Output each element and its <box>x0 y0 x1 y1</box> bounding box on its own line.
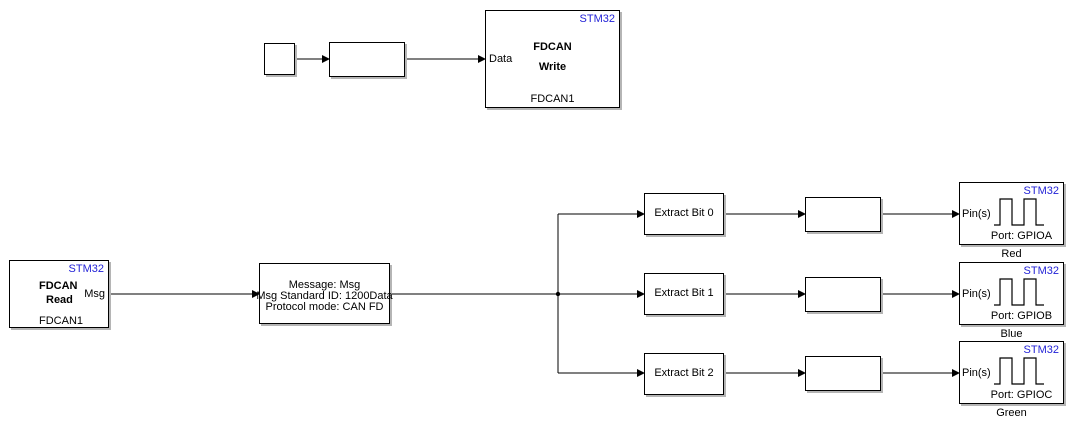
fdcan-write-block[interactable]: STM32 Data FDCAN Write FDCAN1 <box>485 10 620 108</box>
extract-bit-0-block[interactable]: Extract Bit 0 <box>644 193 724 235</box>
extract-bit-1-block[interactable]: Extract Bit 1 <box>644 273 724 315</box>
gpio-port-label: Port: GPIOB <box>990 310 1053 322</box>
stm32-brand-label: STM32 <box>1023 185 1059 197</box>
fdcan-read-block[interactable]: STM32 FDCAN Read Msg FDCAN1 <box>9 260 109 328</box>
conversion-block-2[interactable] <box>805 356 881 391</box>
gpio-write-block-c[interactable]: STM32 Pin(s) Port: GPIOC <box>959 341 1064 404</box>
stm32-brand-label: STM32 <box>579 13 615 25</box>
extract-bit-label: Extract Bit 2 <box>654 367 714 379</box>
unpack-message-line: Message: Msg <box>288 279 361 291</box>
extract-bit-label: Extract Bit 0 <box>654 207 714 219</box>
constant-block[interactable] <box>264 43 295 75</box>
port-label-data: Data <box>489 53 513 65</box>
gpio-port-label: Port: GPIOC <box>990 389 1053 401</box>
pulse-waveform-icon <box>994 278 1044 306</box>
block-footer-fdcan1: FDCAN1 <box>39 315 84 327</box>
can-unpack-block[interactable]: Message: Msg Msg Standard ID: 1200Data P… <box>256 263 393 324</box>
block-title-read: Read <box>46 294 73 306</box>
extract-bit-label: Extract Bit 1 <box>654 287 714 299</box>
pulse-waveform-icon <box>994 357 1044 385</box>
stm32-brand-label: STM32 <box>1023 265 1059 277</box>
unpack-protocol-line: Protocol mode: CAN FD <box>265 301 384 313</box>
unpack-id-line: Msg Standard ID: 1200Data <box>256 290 393 302</box>
gpio-write-block-b[interactable]: STM32 Pin(s) Port: GPIOB <box>959 262 1064 325</box>
conversion-block-0[interactable] <box>805 197 881 232</box>
port-label-pins: Pin(s) <box>962 208 991 220</box>
block-title-fdcan: FDCAN <box>39 280 78 292</box>
stm32-brand-label: STM32 <box>1023 344 1059 356</box>
gpio-write-block-a[interactable]: STM32 Pin(s) Port: GPIOA <box>959 182 1064 245</box>
port-label-msg: Msg <box>84 288 105 300</box>
port-label-pins: Pin(s) <box>962 288 991 300</box>
port-label-pins: Pin(s) <box>962 367 991 379</box>
gpio-caption-red: Red <box>1001 248 1022 260</box>
gpio-port-label: Port: GPIOA <box>990 230 1053 242</box>
block-footer-fdcan1: FDCAN1 <box>530 93 575 105</box>
conversion-block-1[interactable] <box>805 277 881 312</box>
block-title-fdcan: FDCAN <box>533 41 572 53</box>
top-conversion-block[interactable] <box>329 42 405 77</box>
block-title-write: Write <box>538 61 567 73</box>
gpio-caption-blue: Blue <box>1000 328 1023 340</box>
pulse-waveform-icon <box>994 198 1044 226</box>
stm32-brand-label: STM32 <box>68 263 104 275</box>
extract-bit-2-block[interactable]: Extract Bit 2 <box>644 353 724 395</box>
gpio-caption-green: Green <box>996 407 1027 419</box>
